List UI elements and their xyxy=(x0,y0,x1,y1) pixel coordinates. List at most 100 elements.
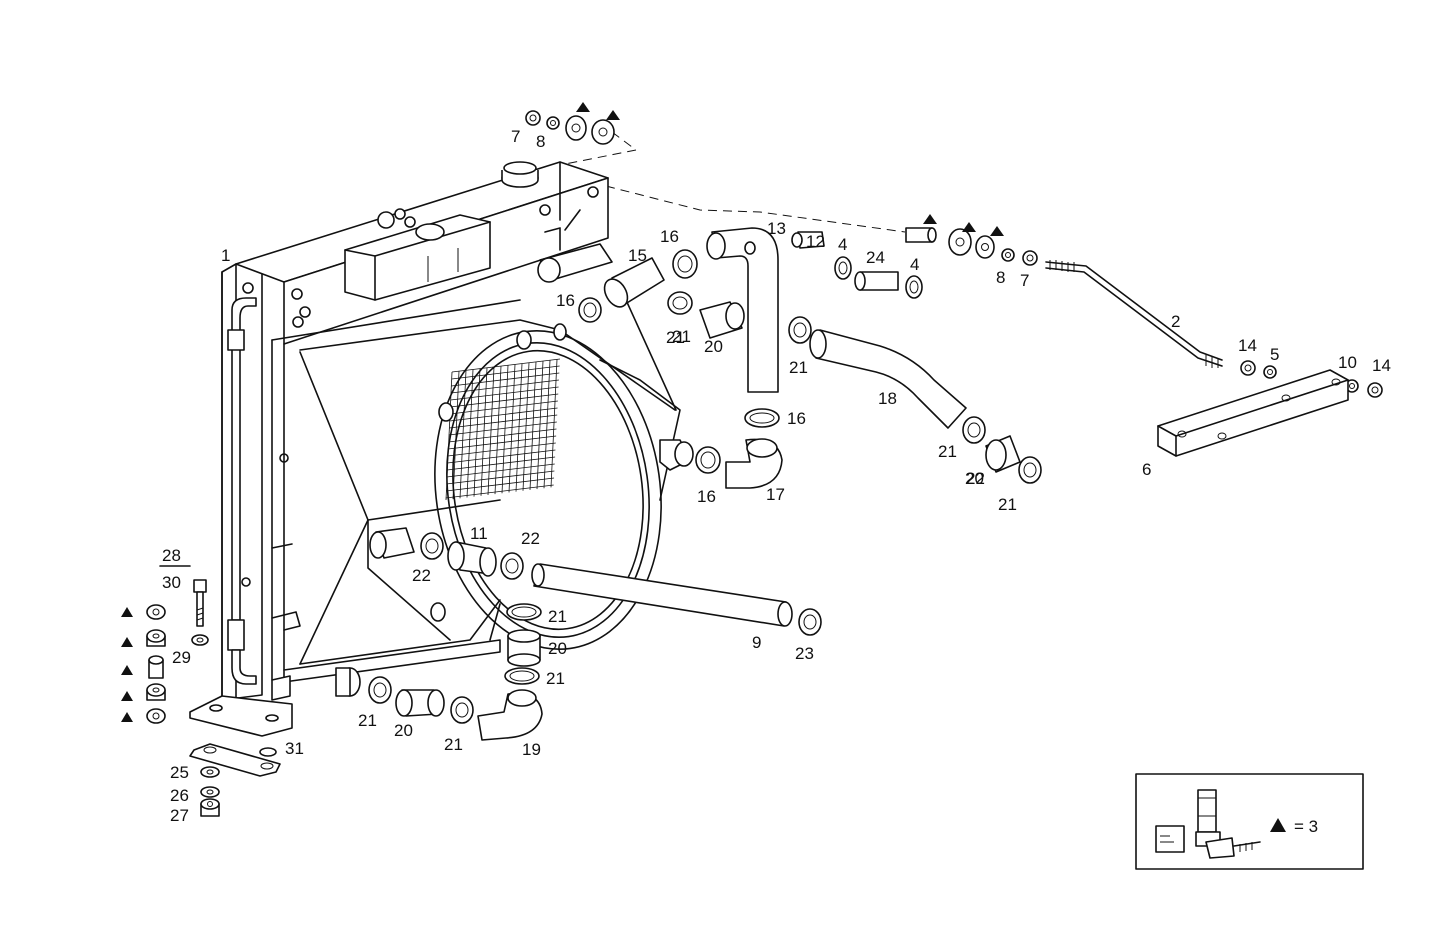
callout-label: 21 xyxy=(789,358,808,377)
callout-label: 16 xyxy=(660,227,679,246)
mesh-line xyxy=(447,456,556,471)
callout-label: 31 xyxy=(285,739,304,758)
triangle-mark-icon xyxy=(923,214,937,224)
callout-label: 8 xyxy=(536,132,545,151)
callout-label: 18 xyxy=(878,389,897,408)
triangle-mark-icon xyxy=(121,691,133,701)
radiator-assembly xyxy=(189,161,613,737)
callout-label: 28 xyxy=(162,546,181,565)
mesh-line xyxy=(529,361,537,490)
mesh-line xyxy=(494,366,502,495)
callout-label: 21 xyxy=(666,328,685,347)
callout-label: 23 xyxy=(795,644,814,663)
triangle-mark-icon xyxy=(121,665,133,675)
mesh-line xyxy=(543,360,551,489)
callout-label: 16 xyxy=(556,291,575,310)
mesh-line xyxy=(459,370,467,499)
dashed-leaders xyxy=(544,131,906,233)
callout-label: 21 xyxy=(444,735,463,754)
mesh-line xyxy=(451,372,560,387)
triangle-mark-icon xyxy=(1270,818,1286,832)
triangle-mark-icon xyxy=(121,712,133,722)
hoses-lower xyxy=(335,527,822,741)
callout-label: 20 xyxy=(704,337,723,356)
callout-label: 5 xyxy=(1270,345,1279,364)
mesh-line xyxy=(522,362,530,491)
mesh-line xyxy=(536,361,544,490)
mesh-line xyxy=(451,358,561,373)
callout-label: 21 xyxy=(938,442,957,461)
mesh-line xyxy=(550,359,558,488)
callout-label: 7 xyxy=(1020,271,1029,290)
callout-label: 16 xyxy=(697,487,716,506)
callout-label: 30 xyxy=(162,573,181,592)
mesh-line xyxy=(473,368,481,497)
callout-label: 21 xyxy=(998,495,1017,514)
callout-label: 19 xyxy=(522,740,541,759)
callout-label: 17 xyxy=(766,485,785,504)
callout-label: 2 xyxy=(1171,312,1180,331)
mesh-line xyxy=(450,379,559,394)
triangle-mark-icon xyxy=(962,222,976,232)
triangle-mark-icon xyxy=(606,110,620,120)
callout-label: 27 xyxy=(170,806,189,825)
callout-labels: 1 2 4 4 5 6 7 7 8 8 9 10 11 12 13 14 14 … xyxy=(162,127,1391,825)
callout-label: 22 xyxy=(412,566,431,585)
callout-label: 26 xyxy=(170,786,189,805)
callout-label: 9 xyxy=(752,633,761,652)
legend-box: = 3 xyxy=(1135,773,1364,870)
triangle-mark-icon xyxy=(121,637,133,647)
hoses-top xyxy=(578,227,1042,489)
callout-label: 12 xyxy=(806,232,825,251)
callout-label: 7 xyxy=(511,127,520,146)
mesh-line xyxy=(487,366,495,495)
callout-label: 14 xyxy=(1372,356,1391,375)
callout-label: 20 xyxy=(965,469,984,488)
mesh-line xyxy=(448,435,557,450)
fan-mesh xyxy=(445,358,561,501)
callout-label: 21 xyxy=(548,607,567,626)
callout-label: 4 xyxy=(910,255,919,274)
mesh-line xyxy=(448,421,557,436)
mesh-line xyxy=(449,400,558,415)
callout-label: 22 xyxy=(966,469,985,488)
mesh-line xyxy=(447,449,556,464)
callout-label: 11 xyxy=(470,524,488,543)
tie-rod-and-bracket xyxy=(1045,260,1383,457)
callout-label: 13 xyxy=(767,219,786,238)
mesh-line xyxy=(451,365,560,380)
mesh-line xyxy=(480,367,488,496)
mesh-line xyxy=(515,363,523,492)
callout-label: 21 xyxy=(546,669,565,688)
callout-label: 8 xyxy=(996,268,1005,287)
top-hardware xyxy=(525,110,1038,266)
callout-label: 10 xyxy=(1338,353,1357,372)
callout-label: 24 xyxy=(866,248,885,267)
callout-label: 1 xyxy=(221,246,230,265)
mesh-line xyxy=(501,365,509,494)
callout-label: 16 xyxy=(787,409,806,428)
mesh-line xyxy=(445,484,554,499)
triangle-mark-icon xyxy=(990,226,1004,236)
callout-label: 14 xyxy=(1238,336,1257,355)
callout-label: 21 xyxy=(672,327,691,346)
callout-label: 21 xyxy=(358,711,377,730)
sealant-tube-icon xyxy=(1155,789,1261,859)
mesh-line xyxy=(446,477,555,492)
callout-label: 6 xyxy=(1142,460,1151,479)
mesh-line xyxy=(446,470,555,485)
callout-label: 20 xyxy=(394,721,413,740)
mesh-line xyxy=(449,407,558,422)
triangle-mark-icon xyxy=(576,102,590,112)
callout-label: 29 xyxy=(172,648,191,667)
mesh-line xyxy=(450,393,559,408)
callout-label: 4 xyxy=(838,235,847,254)
triangle-marks xyxy=(121,102,1004,722)
mesh-line xyxy=(448,428,557,443)
triangle-mark-icon xyxy=(121,607,133,617)
legend-text: = 3 xyxy=(1294,817,1318,836)
mesh-line xyxy=(508,364,516,493)
mount-hardware-stack xyxy=(146,565,281,817)
callout-label: 20 xyxy=(548,639,567,658)
